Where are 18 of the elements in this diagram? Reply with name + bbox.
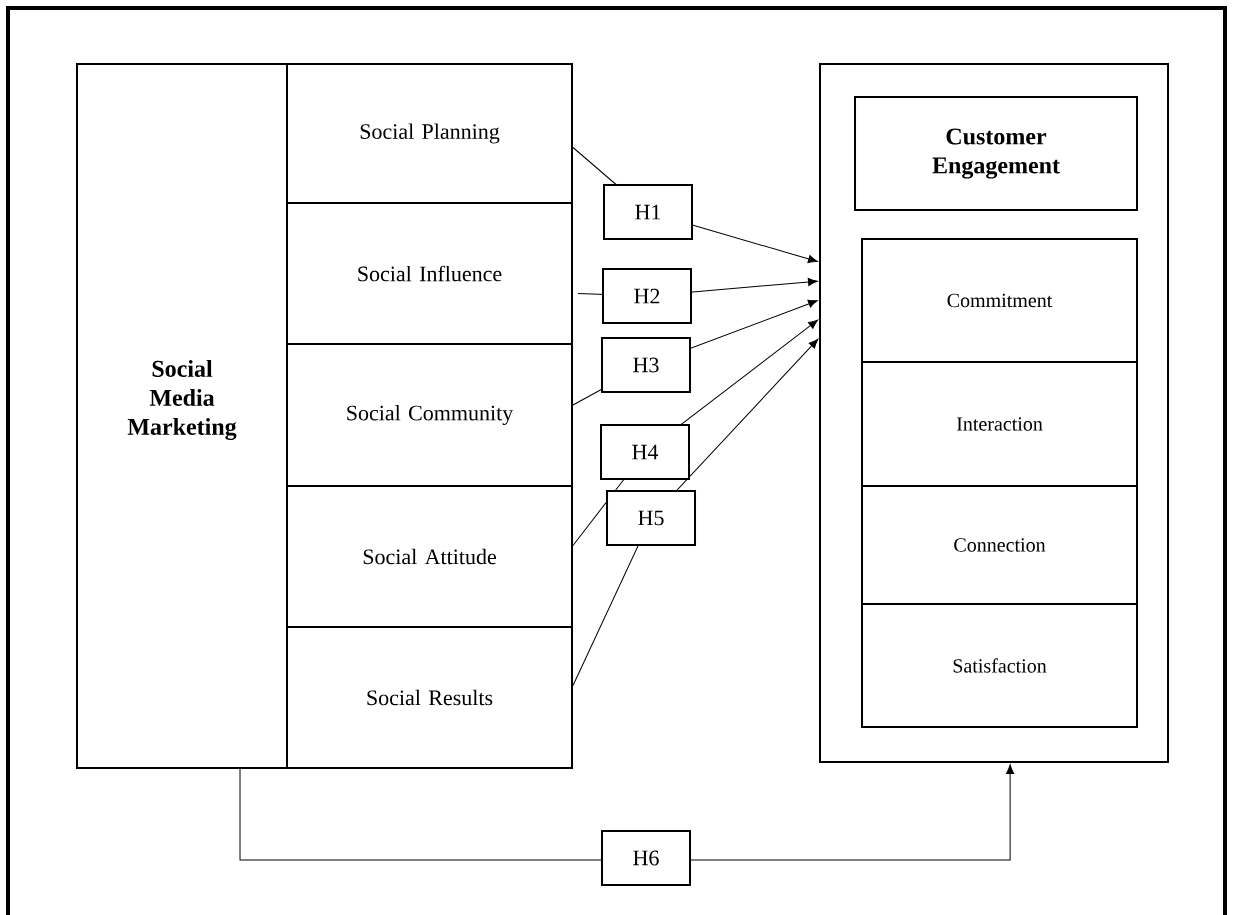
edge-label: H5 [606,490,696,546]
group-box [819,63,1169,763]
box: Social Community [286,343,573,487]
edge-label: H4 [600,424,690,480]
edge-label: H3 [601,337,691,393]
heading-box: Customer Engagement [854,96,1138,211]
box: Social Planning [286,63,573,204]
box: Social Attitude [286,485,573,628]
edge-label: H1 [603,184,693,240]
edge-label: H2 [602,268,692,324]
arrow [239,764,1015,861]
box: Interaction [861,361,1138,487]
edge-label: H6 [601,830,691,886]
box: Social Influence [286,202,573,345]
box: Commitment [861,238,1138,363]
box: Satisfaction [861,603,1138,728]
box: Social Results [286,626,573,769]
box: Connection [861,485,1138,605]
